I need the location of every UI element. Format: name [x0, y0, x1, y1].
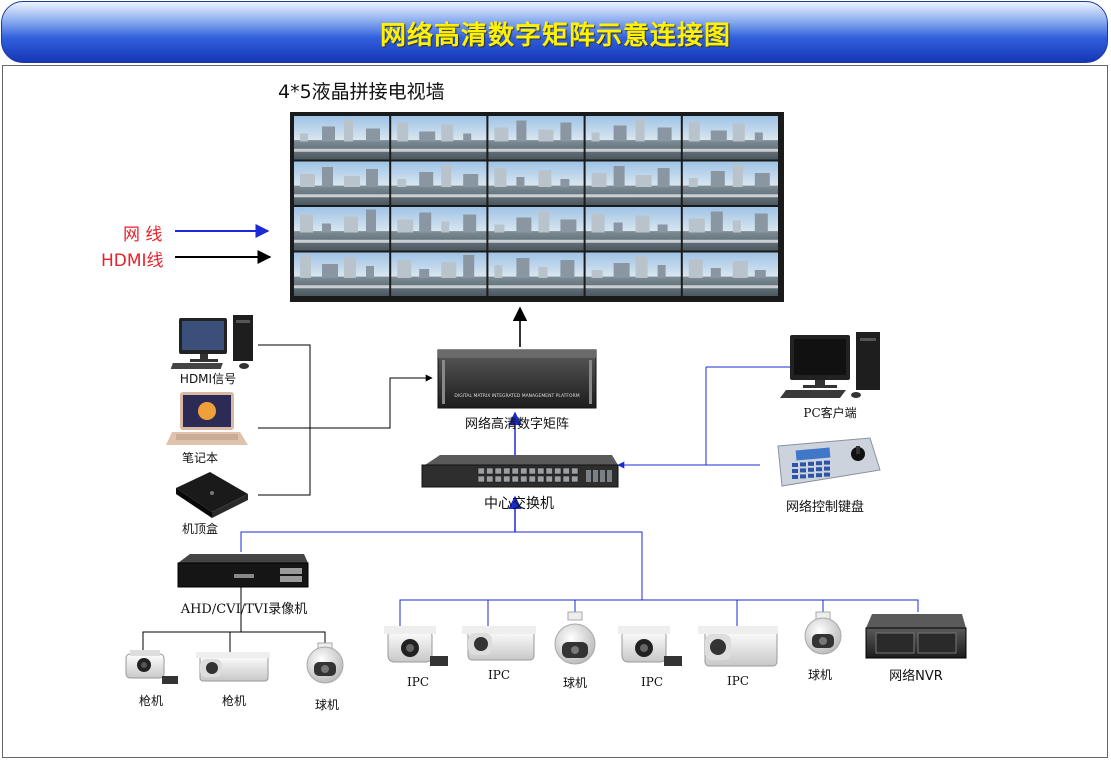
- wall-screen: [682, 161, 778, 205]
- wall-screen: [294, 161, 390, 205]
- nvr-label: 网络NVR: [889, 669, 943, 684]
- wall-screen: [391, 116, 487, 160]
- legend-hdmi-text: HDMI线: [101, 251, 164, 271]
- dvr-label: AHD/CVI/TVI录像机: [180, 602, 308, 617]
- laptop-label: 笔记本: [181, 451, 219, 465]
- wall-screen: [585, 207, 681, 251]
- network-connections: [240, 366, 919, 628]
- matrix-label: 网络高清数字矩阵: [464, 417, 570, 432]
- ip-cam-label-6: 球机: [807, 668, 833, 682]
- dvr-recorder: [177, 554, 309, 588]
- video-wall-screens: [294, 116, 778, 296]
- wall-screen: [585, 252, 681, 296]
- pc-client: [780, 332, 880, 398]
- network-control-keyboard: [777, 437, 881, 487]
- title-banner: 网络高清数字矩阵示意连接图: [1, 1, 1108, 63]
- analog-camera-2: [196, 652, 270, 682]
- matrix-panel-text: DIGITAL MATRIX INTEGRATED MANAGEMENT PLA…: [454, 393, 579, 399]
- hdmi-connections: [142, 306, 528, 655]
- legend-network-text: 网 线: [123, 225, 163, 245]
- pc-client-label: PC客户端: [803, 406, 857, 420]
- analog-camera-1: [125, 650, 178, 684]
- network-nvr: [865, 614, 967, 659]
- ip-camera-2: [462, 626, 536, 661]
- wall-screen: [682, 252, 778, 296]
- ip-cam-label-4: IPC: [641, 675, 663, 689]
- ip-dome-camera-2: [804, 611, 842, 655]
- wall-screen: [585, 161, 681, 205]
- wall-screen: [294, 116, 390, 160]
- ip-camera-1: [384, 626, 448, 666]
- video-wall-label: 4*5液晶拼接电视墙: [278, 81, 445, 103]
- wall-screen: [682, 207, 778, 251]
- keyboard-label: 网络控制键盘: [785, 500, 865, 515]
- wall-screen: [391, 161, 487, 205]
- diagram-frame: [2, 65, 1108, 758]
- analog-dome-camera: [306, 642, 344, 684]
- switch-label: 中心交换机: [484, 496, 554, 512]
- keyboard-keys: [792, 460, 830, 479]
- ip-cam-label-5: IPC: [727, 674, 749, 688]
- diagram-title: 网络高清数字矩阵示意连接图: [379, 21, 731, 51]
- wall-screen: [488, 161, 584, 205]
- digital-matrix-device: DIGITAL MATRIX INTEGRATED MANAGEMENT PLA…: [437, 349, 597, 409]
- video-wall: [290, 112, 784, 302]
- wall-screen: [585, 116, 681, 160]
- wall-screen: [488, 207, 584, 251]
- analog-cam-label-2: 枪机: [221, 694, 247, 708]
- wall-screen: [682, 116, 778, 160]
- ip-cam-label-3: 球机: [562, 676, 588, 690]
- laptop-source: [166, 392, 248, 445]
- wall-screen: [294, 252, 390, 296]
- central-switch: [421, 455, 619, 488]
- wall-screen: [391, 252, 487, 296]
- ip-cam-label-2: IPC: [488, 668, 510, 682]
- wall-screen: [488, 116, 584, 160]
- analog-cam-label-1: 枪机: [138, 694, 164, 708]
- ip-cam-label-1: IPC: [407, 675, 429, 689]
- ip-camera-3: [618, 626, 682, 666]
- wall-screen: [488, 252, 584, 296]
- set-top-box: [176, 472, 248, 518]
- analog-cam-label-3: 球机: [314, 698, 340, 712]
- switch-ports: [477, 467, 612, 483]
- hdmi-source-label: HDMI信号: [179, 372, 237, 386]
- wall-screen: [391, 207, 487, 251]
- wall-screen: [294, 207, 390, 251]
- hdmi-source-pc: [170, 315, 253, 369]
- set-top-box-label: 机顶盒: [181, 522, 219, 536]
- ip-camera-4: [698, 626, 778, 667]
- ip-dome-camera-1: [554, 611, 596, 665]
